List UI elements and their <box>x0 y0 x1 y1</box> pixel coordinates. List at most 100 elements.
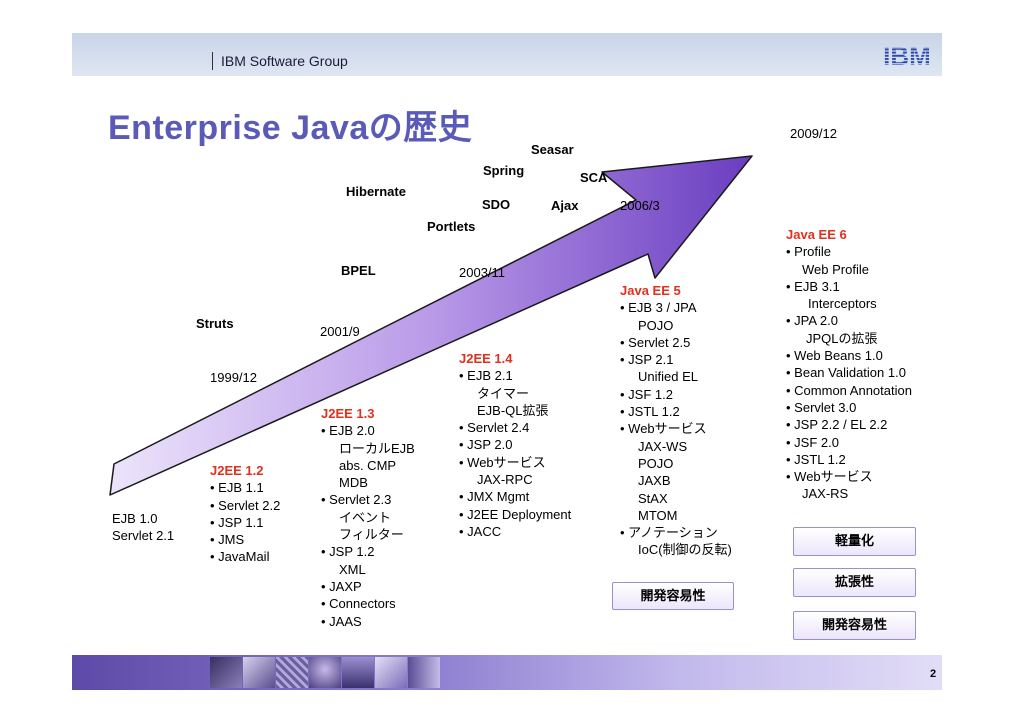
j2ee14-block: J2EE 1.4 • EJB 2.1 タイマー EJB-QL拡張 • Servl… <box>459 350 571 540</box>
footer-photo <box>276 657 308 688</box>
javaee5-item: • Servlet 2.5 <box>620 334 691 350</box>
footer-band <box>72 655 942 690</box>
j2ee12-item: • Servlet 2.2 <box>210 497 281 513</box>
j2ee13-item: • Connectors <box>321 596 396 612</box>
javaee5-subitem: IoC(制御の反転) <box>638 542 732 558</box>
j2ee14-item: • Webサービス <box>459 454 546 470</box>
footer-photo <box>243 657 275 688</box>
javaee6-subitem: JPQLの拡張 <box>806 330 878 346</box>
ejb10-block: EJB 1.0 Servlet 2.1 <box>112 510 174 545</box>
j2ee13-item: • JAXP <box>321 578 362 594</box>
javaee6-item: • JSP 2.2 / EL 2.2 <box>786 417 888 433</box>
javaee5-item: • JSTL 1.2 <box>620 404 680 420</box>
framework-hibernate: Hibernate <box>346 184 406 199</box>
javaee5-item: • JSP 2.1 <box>620 352 674 368</box>
header-group-label: IBM Software Group <box>212 52 348 70</box>
framework-spring: Spring <box>483 163 525 178</box>
framework-seasar: Seasar <box>531 142 574 157</box>
page-title: Enterprise Javaの歴史 <box>108 109 473 147</box>
j2ee14-item: • EJB 2.1 <box>459 368 513 384</box>
j2ee13-subitem: XML <box>339 561 366 577</box>
j2ee13-subitem: abs. CMP <box>339 457 397 473</box>
j2ee13-name: J2EE 1.3 <box>321 406 375 421</box>
ibm-logo-text: IBM <box>883 42 931 68</box>
j2ee12-item: • JavaMail <box>210 549 270 565</box>
javaee5-subitem: MTOM <box>638 507 678 523</box>
j2ee14-subitem: EJB-QL拡張 <box>477 402 549 418</box>
javaee6-subitem: Interceptors <box>808 296 877 312</box>
framework-struts: Struts <box>196 316 234 331</box>
framework-ajax: Ajax <box>551 198 579 213</box>
j2ee13-item: • EJB 2.0 <box>321 423 375 439</box>
javaee6-name: Java EE 6 <box>786 227 847 242</box>
ejb10-item: EJB 1.0 <box>112 511 158 526</box>
javaee6-item: • EJB 3.1 <box>786 278 840 294</box>
j2ee14-subitem: JAX-RPC <box>477 472 533 488</box>
footer-photo <box>375 657 407 688</box>
ejb10-item: Servlet 2.1 <box>112 528 175 544</box>
j2ee12-name: J2EE 1.2 <box>210 463 264 478</box>
date-2006: 2006/3 <box>620 198 660 213</box>
javaee6-item: • Web Beans 1.0 <box>786 348 883 364</box>
j2ee13-subitem: イベント <box>339 509 392 525</box>
j2ee14-name: J2EE 1.4 <box>459 351 513 366</box>
framework-bpel: BPEL <box>341 263 376 278</box>
javaee6-item: • JPA 2.0 <box>786 313 839 329</box>
date-2001: 2001/9 <box>320 324 360 339</box>
footer-photo <box>408 657 440 688</box>
javaee6-subitem: Web Profile <box>802 261 869 277</box>
date-2003: 2003/11 <box>459 265 506 280</box>
javaee6-item: • JSTL 1.2 <box>786 451 846 467</box>
javaee6-item: • JSF 2.0 <box>786 434 839 450</box>
j2ee12-item: • JSP 1.1 <box>210 514 264 530</box>
javaee5-item: • Webサービス <box>620 421 707 437</box>
j2ee12-item: • EJB 1.1 <box>210 480 264 496</box>
j2ee14-item: • JSP 2.0 <box>459 437 513 453</box>
j2ee14-item: • JACC <box>459 523 502 539</box>
framework-portlets: Portlets <box>427 219 476 234</box>
javaee5-item: • JSF 1.2 <box>620 386 673 402</box>
javaee6-badge-extensibility: 拡張性 <box>793 568 916 597</box>
javaee6-badge-lightweight: 軽量化 <box>793 527 916 556</box>
javaee6-item: • Servlet 3.0 <box>786 399 857 415</box>
javaee5-item: • EJB 3 / JPA <box>620 300 697 316</box>
javaee6-block: Java EE 6 • Profile Web Profile • EJB 3.… <box>786 226 912 503</box>
header-band <box>72 33 942 76</box>
javaee5-name: Java EE 5 <box>620 283 681 298</box>
javaee5-subitem: Unified EL <box>638 369 698 385</box>
j2ee14-item: • JMX Mgmt <box>459 489 530 505</box>
javaee6-item: • Webサービス <box>786 469 873 485</box>
javaee5-subitem: StAX <box>638 490 668 506</box>
javaee6-item: • Common Annotation <box>786 382 912 398</box>
footer-photo <box>342 657 374 688</box>
page-number: 2 <box>930 668 937 680</box>
javaee5-item: • アノテーション <box>620 525 718 541</box>
javaee6-item: • Profile <box>786 244 832 260</box>
javaee5-subitem: JAXB <box>638 473 671 489</box>
footer-photo <box>210 657 242 688</box>
javaee6-badge-ease: 開発容易性 <box>793 611 916 640</box>
j2ee14-subitem: タイマー <box>477 385 530 401</box>
j2ee13-item: • JAAS <box>321 613 362 629</box>
date-1999: 1999/12 <box>210 370 257 385</box>
framework-sca: SCA <box>580 170 608 185</box>
javaee5-block: Java EE 5 • EJB 3 / JPA POJO • Servlet 2… <box>620 282 732 559</box>
j2ee14-item: • Servlet 2.4 <box>459 420 530 436</box>
javaee6-item: • Bean Validation 1.0 <box>786 365 906 381</box>
j2ee13-block: J2EE 1.3 • EJB 2.0 ローカルEJB abs. CMP MDB … <box>321 405 415 630</box>
javaee5-subitem: JAX-WS <box>638 438 688 454</box>
ibm-logo: IBM <box>883 42 931 68</box>
j2ee13-item: • Servlet 2.3 <box>321 492 392 508</box>
javaee5-subitem: POJO <box>638 317 674 333</box>
javaee6-subitem: JAX-RS <box>802 486 849 502</box>
j2ee14-item: • J2EE Deployment <box>459 506 572 522</box>
j2ee12-block: J2EE 1.2 • EJB 1.1 • Servlet 2.2 • JSP 1… <box>210 462 280 566</box>
j2ee13-subitem: フィルター <box>339 527 404 543</box>
footer-photo <box>309 657 341 688</box>
j2ee13-item: • JSP 1.2 <box>321 544 375 560</box>
j2ee13-subitem: MDB <box>339 475 368 491</box>
date-2009: 2009/12 <box>790 126 837 141</box>
javaee5-subitem: POJO <box>638 455 674 471</box>
j2ee12-item: • JMS <box>210 532 245 548</box>
